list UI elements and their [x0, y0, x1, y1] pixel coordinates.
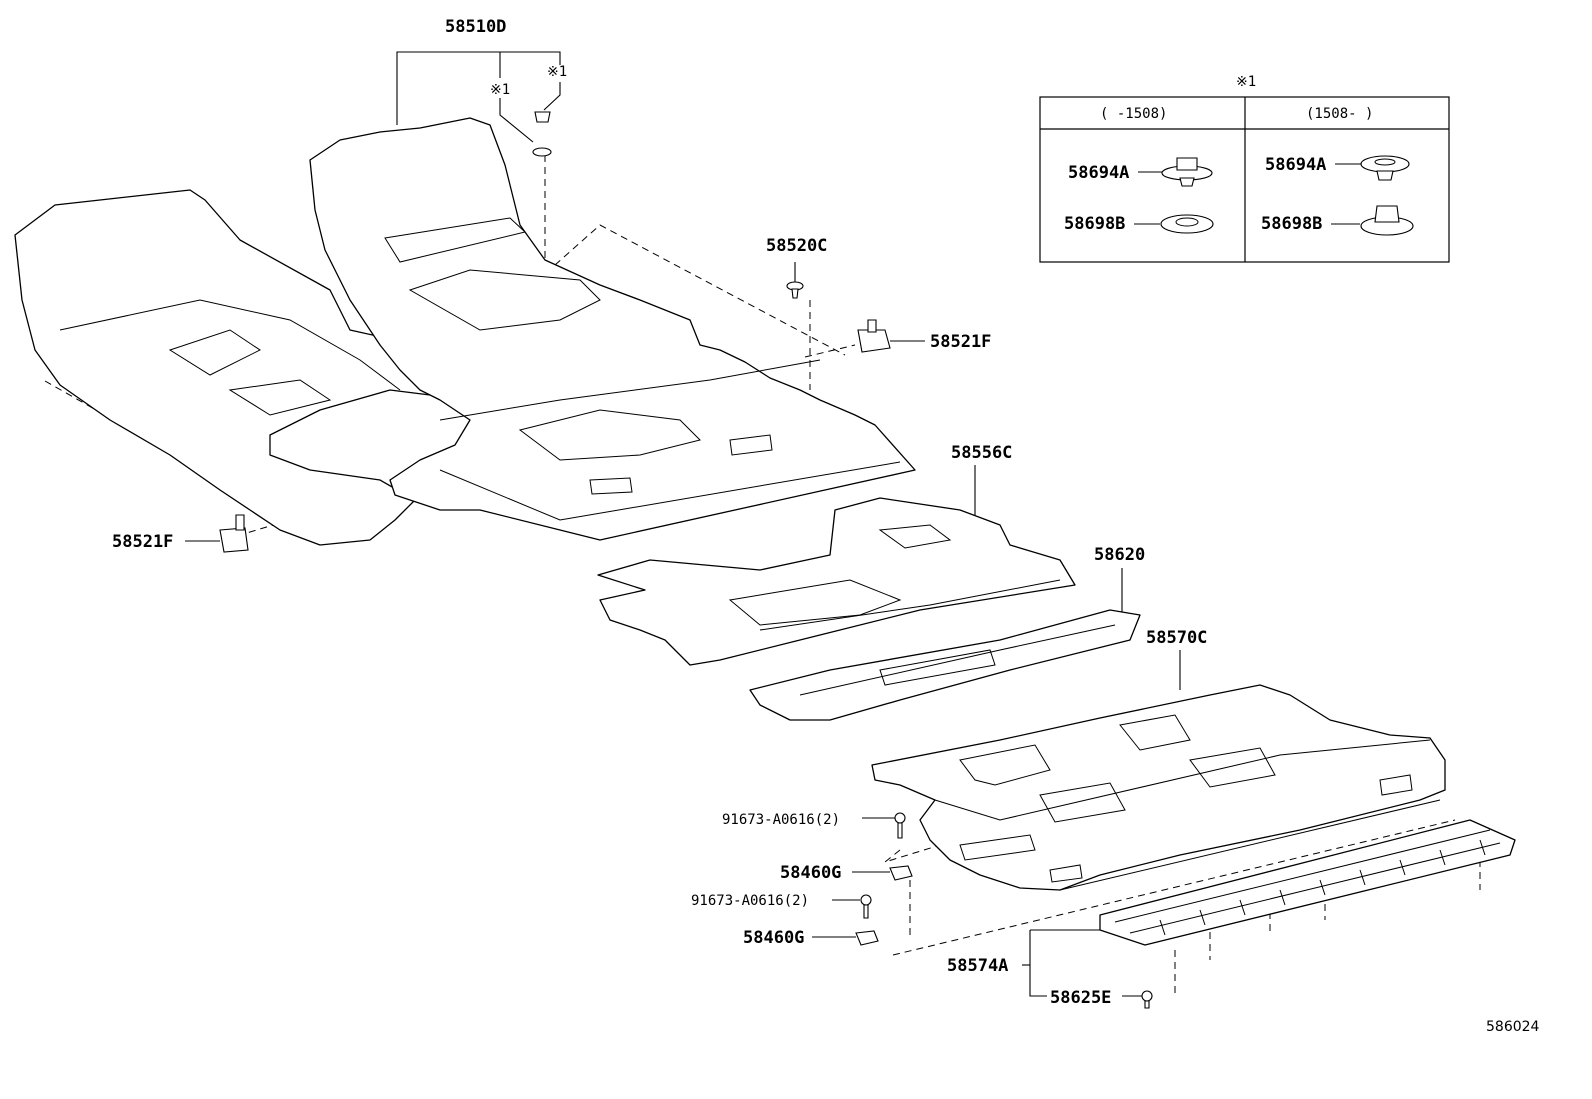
label-note1-b: ※1: [547, 64, 567, 80]
note-right-part1: 58694A: [1265, 155, 1326, 175]
label-58460G-lower: 58460G: [743, 928, 804, 948]
clip-58521F-left-icon: [219, 514, 249, 553]
nut-upper-icon: [889, 865, 913, 881]
label-58625E: 58625E: [1050, 988, 1111, 1008]
label-58521F-right: 58521F: [930, 332, 991, 352]
tray-58620: [749, 609, 1141, 721]
label-note1-a: ※1: [490, 82, 510, 98]
clip-58520C-icon: [786, 281, 804, 299]
diagram-id: 586024: [1486, 1019, 1540, 1035]
label-58510D: 58510D: [445, 17, 506, 37]
label-58574A: 58574A: [947, 956, 1008, 976]
note-box: ※1 ( -1508) (1508- ) 58694A 58698B 58694…: [1039, 74, 1450, 263]
front-carpet-58510D: [14, 117, 916, 546]
clip-58698B-old-icon: [1160, 214, 1214, 234]
clip-58698B-new-icon: [1360, 205, 1414, 236]
label-58620: 58620: [1094, 545, 1145, 565]
label-58520C: 58520C: [766, 236, 827, 256]
bolt-lower-icon: [860, 894, 872, 919]
note-box-title: ※1: [1236, 74, 1256, 90]
clip-58694A-new-icon: [1360, 155, 1410, 181]
leader-lines: [185, 51, 1181, 997]
screw-58625E-icon: [1141, 990, 1153, 1009]
bolt-upper-icon: [894, 812, 906, 839]
rear-mat-58570C: [871, 684, 1446, 891]
clip-58521F-right-icon: [857, 319, 891, 353]
label-58521F-left: 58521F: [112, 532, 173, 552]
note-col-left-header: ( -1508): [1100, 106, 1167, 122]
note-right-part2: 58698B: [1261, 214, 1322, 234]
label-58570C: 58570C: [1146, 628, 1207, 648]
middle-mat-58556C: [597, 497, 1076, 666]
label-bolt-upper: 91673-A0616(2): [722, 812, 840, 828]
note-left-part1: 58694A: [1068, 163, 1129, 183]
note-left-part2: 58698B: [1064, 214, 1125, 234]
label-58460G-upper: 58460G: [780, 863, 841, 883]
label-bolt-lower: 91673-A0616(2): [691, 893, 809, 909]
note-col-right-header: (1508- ): [1306, 106, 1373, 122]
nut-lower-icon: [855, 930, 879, 946]
clip-note1-icon: [532, 111, 552, 157]
label-58556C: 58556C: [951, 443, 1012, 463]
clip-58694A-old-icon: [1161, 157, 1213, 187]
